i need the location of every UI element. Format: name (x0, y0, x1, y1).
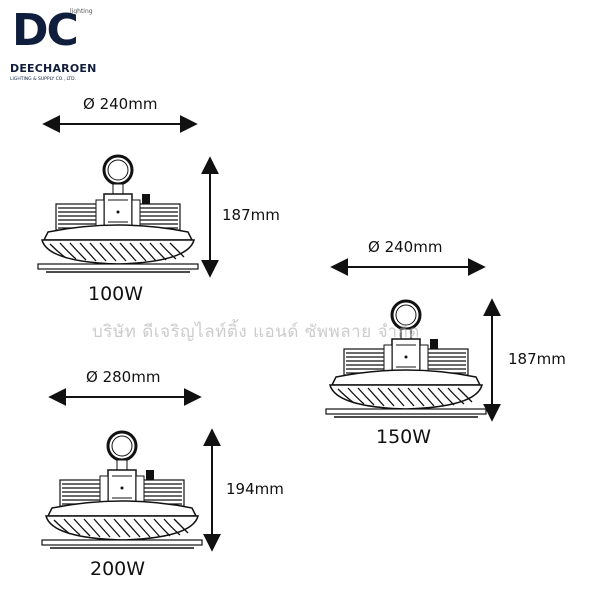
logo-mark: DC (12, 5, 79, 56)
lamp-100w-drawing (36, 154, 200, 274)
logo-tagline: LIGHTING & SUPPLY CO., LTD. (10, 77, 76, 82)
diameter-label-100w: Ø 240mm (83, 95, 158, 113)
height-label-200w: 194mm (226, 480, 284, 498)
height-label-150w: 187mm (508, 350, 566, 368)
logo-brand-name: DEECHAROEN (10, 62, 97, 75)
wattage-label-100w: 100W (88, 283, 144, 305)
wattage-label-200w: 200W (90, 558, 146, 580)
wattage-label-150w: 150W (376, 426, 432, 448)
logo-small-text: lighting (70, 8, 93, 15)
diameter-label-150w: Ø 240mm (368, 238, 443, 256)
lamp-200w-drawing (40, 430, 204, 550)
company-logo: DC lighting DEECHAROEN LIGHTING & SUPPLY… (8, 6, 100, 98)
diameter-label-200w: Ø 280mm (86, 368, 161, 386)
height-label-100w: 187mm (222, 206, 280, 224)
company-watermark: บริษัท ดีเจริญไลท์ติ้ง แอนด์ ซัพพลาย จำก… (92, 322, 420, 342)
